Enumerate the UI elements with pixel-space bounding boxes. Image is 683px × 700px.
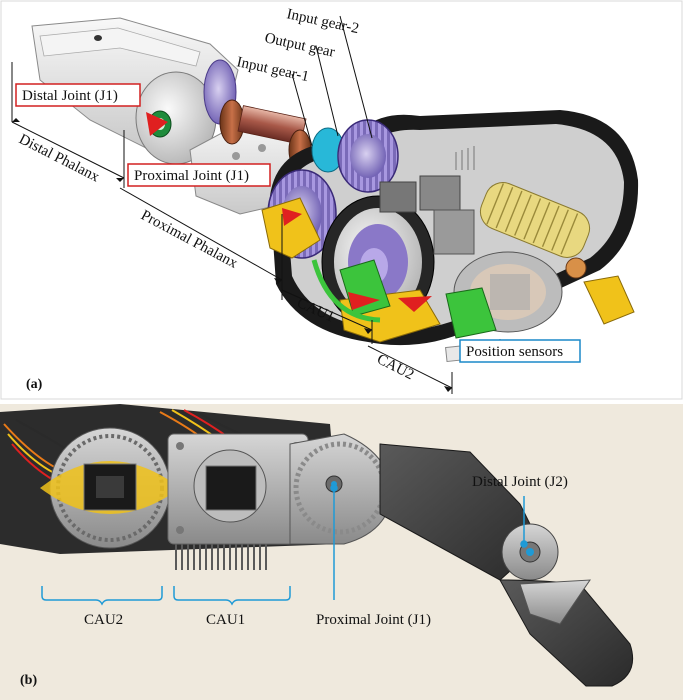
label-pointers [330,484,528,600]
dimension-ticks [12,118,452,392]
proximal-joint-label-box [127,163,271,187]
cau1-module [167,433,309,545]
panel-b-tag: (b) [20,673,37,688]
distal-bracket [519,579,591,625]
label-input-gear-2: Input gear-2 [285,6,360,37]
label-cau2-photo: CAU2 [84,612,123,628]
panel-a-tag: (a) [26,377,43,392]
position-sensors-label-box [459,339,581,363]
label-cau1-photo: CAU1 [206,612,245,628]
label-distal-joint-j2: Distal Joint (J2) [472,474,568,490]
label-distal-joint: Distal Joint (J1) [22,88,118,104]
panel-a-cad-rendering: Input gear-2 Output gear Input gear-1 Di… [0,0,683,400]
spring-coils [175,544,267,570]
label-output-gear: Output gear [263,30,336,60]
label-position-sensors: Position sensors [466,344,563,360]
input-gear-2 [337,119,399,193]
label-input-gear-1: Input gear-1 [235,54,310,85]
leader-lines [291,15,373,147]
compliance-spring [479,182,591,279]
cau-brackets [41,586,291,606]
label-distal-phalanx: Distal Phalanx [16,131,102,185]
gear-blocks [379,175,475,255]
proximal-joint-plate [289,433,393,545]
panel-a-frame [0,0,683,400]
distal-joint-disk-photo [501,523,559,581]
rotation-arrows [146,112,432,312]
panel-b-illustration: Distal Joint (J2) Proximal Joint (J1) CA… [0,404,634,688]
distal-joint-label-box [15,83,141,107]
label-proximal-phalanx: Proximal Phalanx [138,207,240,272]
panel-b-photograph: Distal Joint (J2) Proximal Joint (J1) CA… [0,404,683,700]
label-proximal-joint: Proximal Joint (J1) [134,168,249,184]
cau2-module [40,427,180,549]
label-proximal-joint-j1: Proximal Joint (J1) [316,612,431,628]
panel-a-illustration: Input gear-2 Output gear Input gear-1 Di… [0,0,683,400]
dimension-lines [11,62,453,394]
label-cau2: CAU2 [374,351,416,383]
